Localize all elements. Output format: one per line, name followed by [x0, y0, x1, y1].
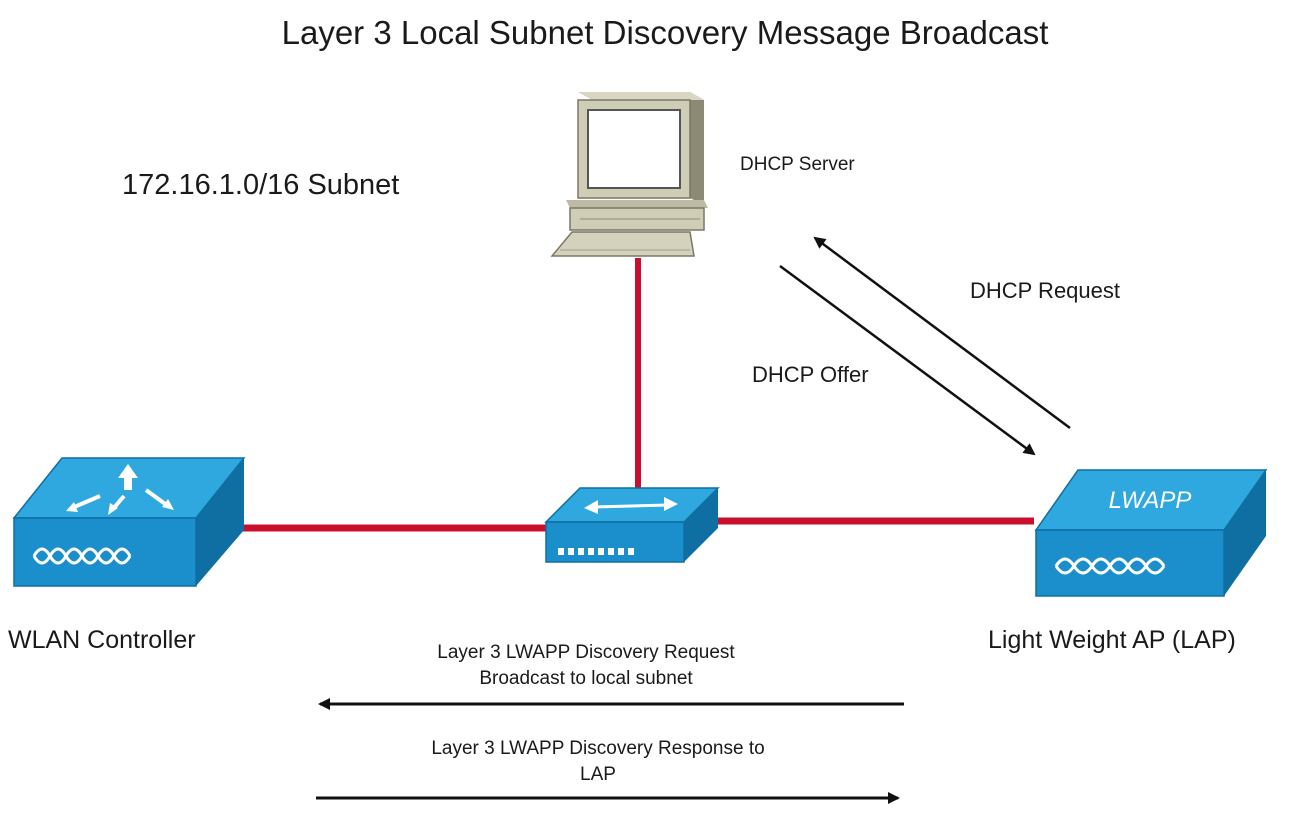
discovery-request-line-2: Broadcast to local subnet — [479, 668, 693, 689]
dhcp-offer-arrow — [779, 264, 1036, 456]
dhcp-request-arrow — [813, 236, 1071, 430]
desktop-computer-icon — [550, 92, 708, 257]
network-links — [238, 258, 1034, 532]
network-switch-icon — [544, 487, 720, 563]
discovery-request-line-1: Layer 3 LWAPP Discovery Request — [437, 642, 735, 663]
subnet-label: 172.16.1.0/16 Subnet — [122, 169, 399, 201]
dhcp-offer-label: DHCP Offer — [752, 362, 869, 387]
wlan-controller-label: WLAN Controller — [8, 626, 196, 654]
wireless-lan-controller-icon — [12, 457, 246, 587]
discovery-response-line-1: Layer 3 LWAPP Discovery Response to — [431, 738, 764, 759]
dhcp-server-label: DHCP Server — [740, 154, 855, 175]
lightweight-access-point-icon: LWAPP — [1034, 469, 1268, 597]
lwapp-badge: LWAPP — [1109, 487, 1192, 514]
dhcp-request-label: DHCP Request — [970, 278, 1120, 303]
lap-label: Light Weight AP (LAP) — [988, 626, 1236, 654]
diagram-title: Layer 3 Local Subnet Discovery Message B… — [282, 14, 1049, 51]
discovery-response-line-2: LAP — [580, 764, 616, 785]
